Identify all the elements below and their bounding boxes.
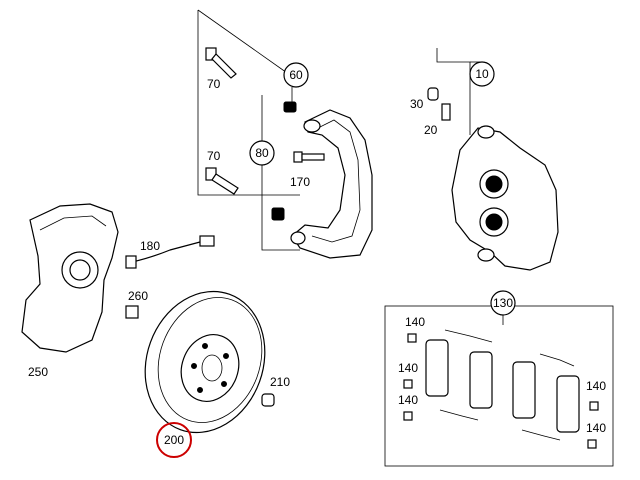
- piston-lower-inner: [485, 213, 503, 231]
- label-140-a: 140: [405, 315, 425, 329]
- label-210: 210: [270, 375, 290, 389]
- callout-80-text: 80: [255, 146, 269, 160]
- callout-60: 60: [283, 62, 309, 104]
- callout-10-circle: [469, 61, 495, 87]
- frame-line: [436, 48, 471, 135]
- frame-line-inner: [261, 95, 300, 251]
- label-30: 30: [410, 97, 424, 111]
- disc-center-bore: [201, 354, 223, 382]
- brake-disc-200: 200: [144, 290, 266, 458]
- pad-bolt: [407, 333, 417, 343]
- label-180: 180: [140, 239, 160, 253]
- caliper-mount-top: [477, 125, 495, 139]
- bushing-body: [271, 207, 285, 221]
- lug-hole: [191, 363, 197, 369]
- cap-body: [427, 87, 439, 101]
- label-140-e: 140: [586, 421, 606, 435]
- label-250: 250: [28, 365, 48, 379]
- bushing-bottom: [271, 207, 285, 221]
- label-140-b: 140: [398, 361, 418, 375]
- dust-shield-250: 250: [21, 203, 119, 379]
- carrier-group-frame: [197, 9, 300, 251]
- shield-rim: [39, 215, 107, 231]
- bracket-boss-bottom: [290, 231, 306, 245]
- caliper-body: [451, 125, 559, 271]
- brake-pad-3: [512, 361, 536, 419]
- sensor-plug: [125, 255, 137, 269]
- pad-bolts-140: 140 140 140 140 140: [398, 315, 606, 449]
- lug-hole: [223, 353, 229, 359]
- brake-pads: [425, 329, 580, 441]
- label-260: 260: [128, 289, 148, 303]
- label-140-c: 140: [398, 393, 418, 407]
- pad-bolt: [589, 401, 599, 411]
- bleeder-screw-20: 20: [424, 103, 451, 137]
- piston-upper-inner: [485, 175, 503, 193]
- pad-bolt: [403, 411, 413, 421]
- frame-line-left: [197, 10, 300, 196]
- bolt-260: 260: [125, 289, 148, 319]
- pad-clip-4: [521, 429, 561, 441]
- bushing-top: [283, 101, 297, 113]
- bracket-boss-top: [303, 119, 321, 133]
- bolt-head: [125, 305, 139, 319]
- caliper-group-frame: [436, 48, 482, 135]
- screw-head: [261, 393, 275, 407]
- bolt-70-bottom: 70: [205, 149, 239, 195]
- label-20: 20: [424, 123, 438, 137]
- bolt-170: 170: [290, 151, 325, 189]
- sensor-head: [199, 235, 215, 247]
- bolt-shank: [301, 153, 325, 161]
- label-200: 200: [164, 433, 184, 447]
- callout-10-text: 10: [475, 67, 489, 81]
- frame-line-top: [197, 9, 291, 76]
- bushing-body: [283, 101, 297, 113]
- pad-clip-2: [439, 409, 479, 421]
- screw-210: 210: [261, 375, 290, 407]
- lug-hole: [221, 381, 227, 387]
- callout-130: 130: [490, 290, 516, 316]
- brake-pad-2: [469, 351, 493, 409]
- disc-friction-ring: [157, 297, 263, 423]
- callout-80: 80: [249, 140, 275, 166]
- screw-body: [441, 103, 451, 121]
- label-140-d: 140: [586, 379, 606, 393]
- wear-sensor-180: 180: [125, 235, 215, 269]
- callout-80-circle: [249, 140, 275, 166]
- caliper-outline: [451, 127, 559, 271]
- label-70-bottom: 70: [207, 149, 221, 163]
- pad-clip-1: [444, 329, 493, 343]
- bleeder-cap-30: 30: [410, 87, 439, 111]
- bolt-70-top: 70: [205, 47, 237, 91]
- bolt-head: [293, 151, 303, 163]
- pad-bolt: [403, 379, 413, 389]
- callout-130-text: 130: [493, 296, 513, 310]
- pad-clip-3: [539, 353, 575, 367]
- caliper-carrier-bracket: [290, 109, 373, 259]
- brake-pad-4: [556, 375, 580, 433]
- bolt-shank: [211, 173, 239, 195]
- brake-pad-1: [425, 339, 449, 397]
- caliper-mount-bottom: [477, 248, 495, 262]
- callout-130-circle: [490, 290, 516, 316]
- callout-60-circle: [283, 62, 309, 88]
- callout-10: 10: [469, 61, 495, 87]
- label-70-top: 70: [207, 77, 221, 91]
- lug-hole: [197, 387, 203, 393]
- pad-bolt: [587, 439, 597, 449]
- hub-opening-inner: [69, 259, 91, 281]
- lug-hole: [202, 343, 208, 349]
- highlight-ring-200: [156, 422, 192, 458]
- bolt-shank: [211, 53, 237, 79]
- callout-60-text: 60: [289, 68, 303, 82]
- bracket-inner: [311, 119, 361, 243]
- label-170: 170: [290, 175, 310, 189]
